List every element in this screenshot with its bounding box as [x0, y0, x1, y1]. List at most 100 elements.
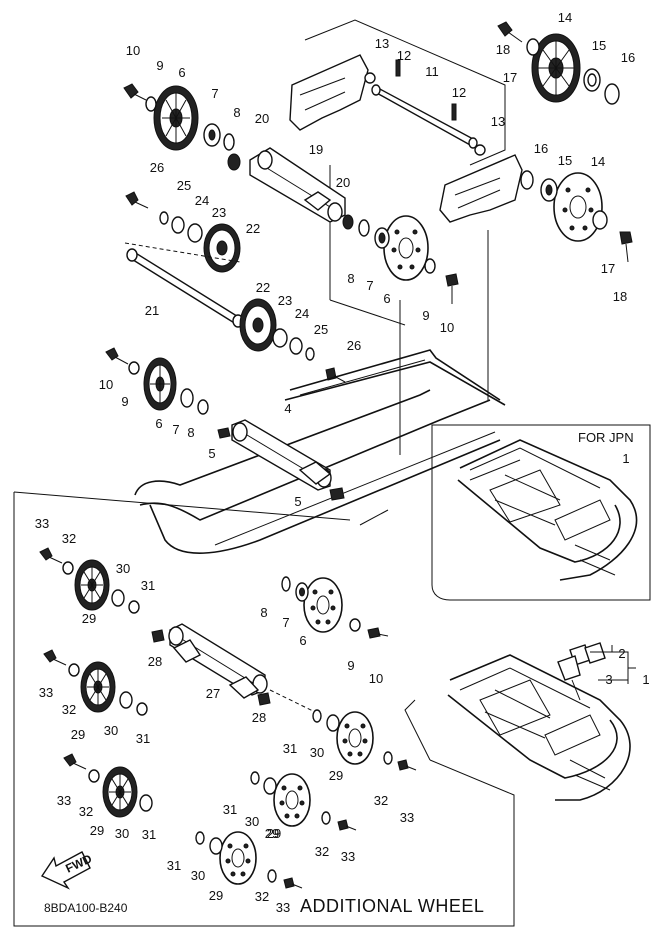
callout-6: 6: [299, 633, 306, 648]
upper-right-bracket: [439, 154, 523, 223]
callout-16: 16: [621, 50, 635, 65]
callout-13: 13: [491, 114, 505, 129]
bearing-30-b: [119, 691, 133, 709]
ring-24-upper: [171, 216, 185, 234]
callout-6: 6: [178, 65, 185, 80]
callout-19: 19: [309, 142, 323, 157]
callout-31: 31: [167, 858, 181, 873]
callout-23: 23: [278, 293, 292, 308]
callout-4: 4: [284, 401, 291, 416]
clip-2: [569, 642, 606, 666]
callout-23: 23: [212, 205, 226, 220]
callout-32: 32: [374, 793, 388, 808]
bearing-30-c: [139, 794, 153, 812]
callout-1: 1: [622, 451, 629, 466]
callout-7: 7: [366, 278, 373, 293]
callout-6: 6: [155, 416, 162, 431]
callout-30: 30: [245, 814, 259, 829]
ring-16-right: [520, 170, 534, 190]
callout-28: 28: [252, 710, 266, 725]
bolt-10-midlow: [367, 627, 389, 639]
callout-31: 31: [283, 741, 297, 756]
bolt-5-lower: [329, 487, 345, 501]
callout-30: 30: [116, 561, 130, 576]
ring-31-e: [250, 771, 260, 785]
clip-3: [557, 655, 581, 701]
callout-28: 28: [148, 654, 162, 669]
callout-29: 29: [209, 888, 223, 903]
clip-13a: [364, 72, 376, 84]
callout-18: 18: [496, 42, 510, 57]
callout-31: 31: [223, 802, 237, 817]
bearing-15-right-inner: [545, 184, 553, 196]
wheel-6-mid: [383, 215, 429, 281]
callout-32: 32: [62, 702, 76, 717]
callout-14: 14: [591, 154, 605, 169]
ring-31-f: [195, 831, 205, 845]
bolt-28-right: [257, 692, 271, 706]
callout-32: 32: [79, 804, 93, 819]
pin-12b: [451, 103, 457, 121]
wheel-6-mid-low: [303, 577, 343, 633]
callout-10: 10: [369, 671, 383, 686]
callout-8: 8: [233, 105, 240, 120]
bolt-33-b: [43, 649, 67, 666]
bolt-10-top: [123, 83, 147, 101]
callout-18: 18: [613, 289, 627, 304]
wheel-29-b: [80, 661, 116, 713]
callout-8: 8: [187, 425, 194, 440]
bearing-23-upper: [187, 223, 203, 243]
callout-1: 1: [642, 672, 649, 687]
bearing-7-midlow-inner: [299, 587, 305, 597]
diagram-code: 8BDA100-B240: [44, 901, 128, 915]
callout-7: 7: [211, 86, 218, 101]
ring-8-midlow: [281, 576, 291, 592]
callout-29: 29: [267, 826, 281, 841]
bearing-7-mid-inner: [378, 232, 386, 244]
callout-32: 32: [255, 889, 269, 904]
bolt-33-c: [63, 753, 87, 770]
callout-32: 32: [315, 844, 329, 859]
wheel-29-e: [273, 773, 311, 827]
arm-4: [231, 419, 332, 491]
washer-32-d: [383, 751, 393, 765]
ring-31-b: [136, 702, 148, 716]
washer-32-e: [321, 811, 331, 825]
callout-26: 26: [150, 160, 164, 175]
callout-33: 33: [400, 810, 414, 825]
callout-29: 29: [71, 727, 85, 742]
bolt-33-a: [39, 547, 63, 564]
callout-29: 29: [265, 826, 279, 841]
bearing-23-lower: [272, 328, 288, 348]
callout-10: 10: [99, 377, 113, 392]
shaft-21: [124, 242, 244, 328]
washer-17-top: [526, 38, 540, 56]
callout-15: 15: [558, 153, 572, 168]
wheel-22-upper: [203, 223, 241, 273]
washer-32-b: [68, 663, 80, 677]
bearing-30-f: [209, 837, 223, 855]
bearing-15-top-inner: [587, 73, 597, 87]
callout-5: 5: [294, 494, 301, 509]
ring-8-top: [223, 133, 235, 151]
callout-30: 30: [115, 826, 129, 841]
callout-33: 33: [341, 849, 355, 864]
bolt-20-right: [342, 214, 354, 230]
callout-13: 13: [375, 36, 389, 51]
washer-32-c: [88, 769, 100, 783]
callout-25: 25: [177, 178, 191, 193]
bolt-10-low: [105, 347, 129, 365]
wheel-29-c: [102, 766, 138, 818]
wheel-14-top: [531, 33, 581, 103]
washer-9-midlow: [349, 618, 361, 632]
bolt-20-left: [227, 153, 241, 171]
callout-2: 2: [618, 646, 625, 661]
callout-29: 29: [90, 823, 104, 838]
bolt-33-e: [337, 819, 357, 831]
wheel-22-lower: [239, 298, 277, 352]
callout-32: 32: [62, 531, 76, 546]
callout-24: 24: [295, 306, 309, 321]
callout-33: 33: [276, 900, 290, 915]
